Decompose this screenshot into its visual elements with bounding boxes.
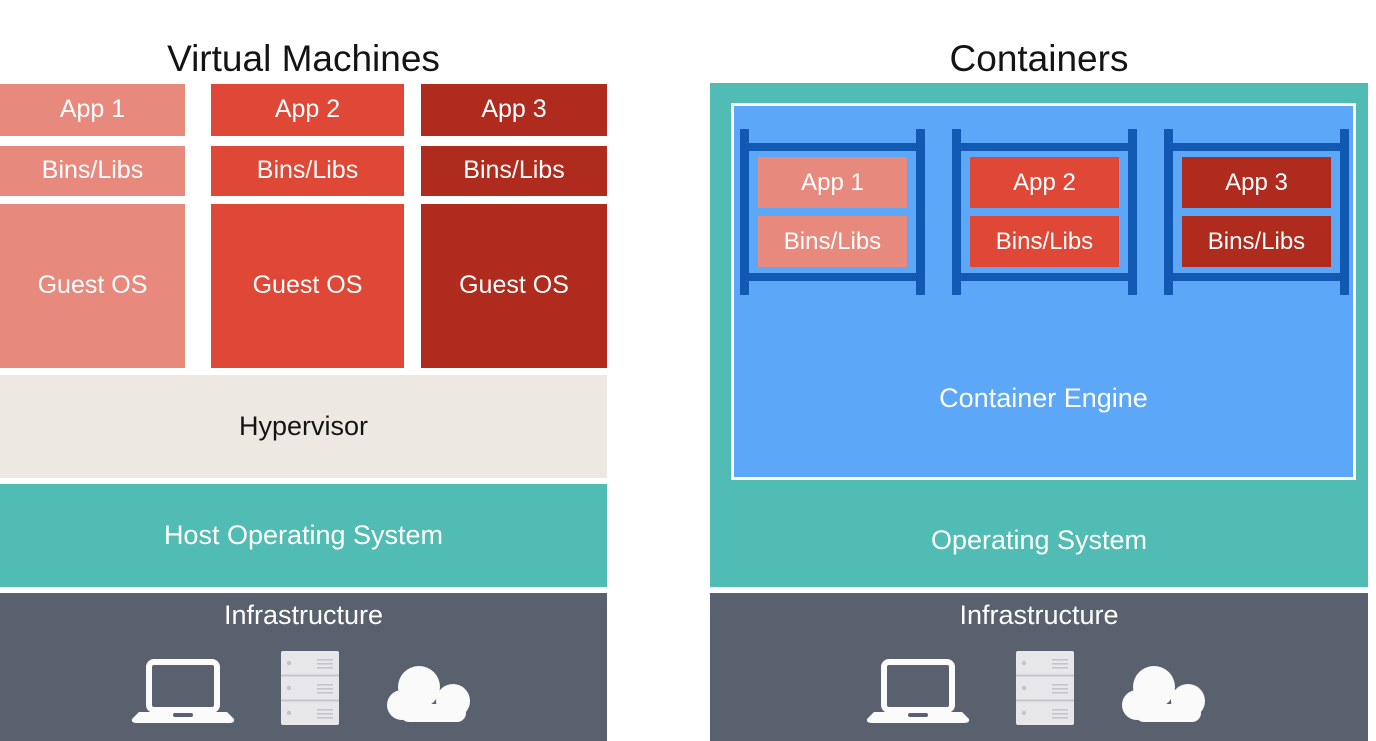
vm-bins2-block: Bins/Libs (211, 146, 404, 196)
hypervisor-block: Hypervisor (0, 375, 607, 478)
operating-system-block: App 1 Bins/Libs App 2 Bins/Libs Ap (710, 83, 1368, 587)
container-2: App 2 Bins/Libs (952, 129, 1137, 295)
container2-app-block: App 2 (970, 157, 1119, 208)
vm-guestos1-block: Guest OS (0, 204, 185, 368)
vm-title: Virtual Machines (167, 37, 440, 79)
container-post-icon (740, 129, 749, 295)
laptop-icon (131, 659, 235, 723)
vm-infrastructure-label: Infrastructure (223, 600, 384, 630)
vm-app1-block: App 1 (0, 84, 185, 136)
container-post-icon (916, 129, 925, 295)
container1-app-block: App 1 (758, 157, 907, 208)
container-engine-label: Container Engine (939, 383, 1148, 413)
container-3: App 3 Bins/Libs (1164, 129, 1349, 295)
virtual-machines-panel: Virtual Machines App 1 App 2 App 3 Bins/… (0, 0, 607, 741)
containers-infrastructure-icons (710, 651, 1368, 725)
vm-bins1-block: Bins/Libs (0, 146, 185, 196)
containers-infrastructure-block: Infrastructure (710, 593, 1368, 741)
container2-bins-block: Bins/Libs (970, 216, 1119, 267)
host-os-block: Host Operating System (0, 484, 607, 587)
vm-infrastructure-icons (0, 651, 607, 725)
container-bar-icon (743, 143, 922, 151)
containers-infrastructure-label: Infrastructure (959, 600, 1119, 630)
operating-system-label: Operating System (930, 525, 1148, 555)
cloud-icon (385, 664, 477, 722)
container-post-icon (1128, 129, 1137, 295)
server-icon (280, 651, 339, 725)
container-bar-icon (1167, 273, 1346, 281)
container-bar-icon (955, 273, 1134, 281)
container-post-icon (1164, 129, 1173, 295)
vm-guestos3-block: Guest OS (421, 204, 607, 368)
container3-app-block: App 3 (1182, 157, 1331, 208)
container-post-icon (952, 129, 961, 295)
vm-app3-block: App 3 (421, 84, 607, 136)
vm-app2-block: App 2 (211, 84, 404, 136)
cloud-icon (1120, 664, 1212, 722)
vm-bins3-block: Bins/Libs (421, 146, 607, 196)
vm-infrastructure-block: Infrastructure (0, 593, 607, 741)
container-bar-icon (955, 143, 1134, 151)
container-1: App 1 Bins/Libs (740, 129, 925, 295)
container-engine-block: App 1 Bins/Libs App 2 Bins/Libs Ap (731, 103, 1356, 480)
container-post-icon (1340, 129, 1349, 295)
server-icon (1016, 651, 1074, 725)
containers-panel: Containers App 1 Bins/Libs App 2 (710, 0, 1368, 741)
container3-bins-block: Bins/Libs (1182, 216, 1331, 267)
container-bar-icon (1167, 143, 1346, 151)
container-bar-icon (743, 273, 922, 281)
containers-title: Containers (949, 37, 1129, 79)
container1-bins-block: Bins/Libs (758, 216, 907, 267)
laptop-icon (866, 659, 970, 723)
vm-guestos2-block: Guest OS (211, 204, 404, 368)
